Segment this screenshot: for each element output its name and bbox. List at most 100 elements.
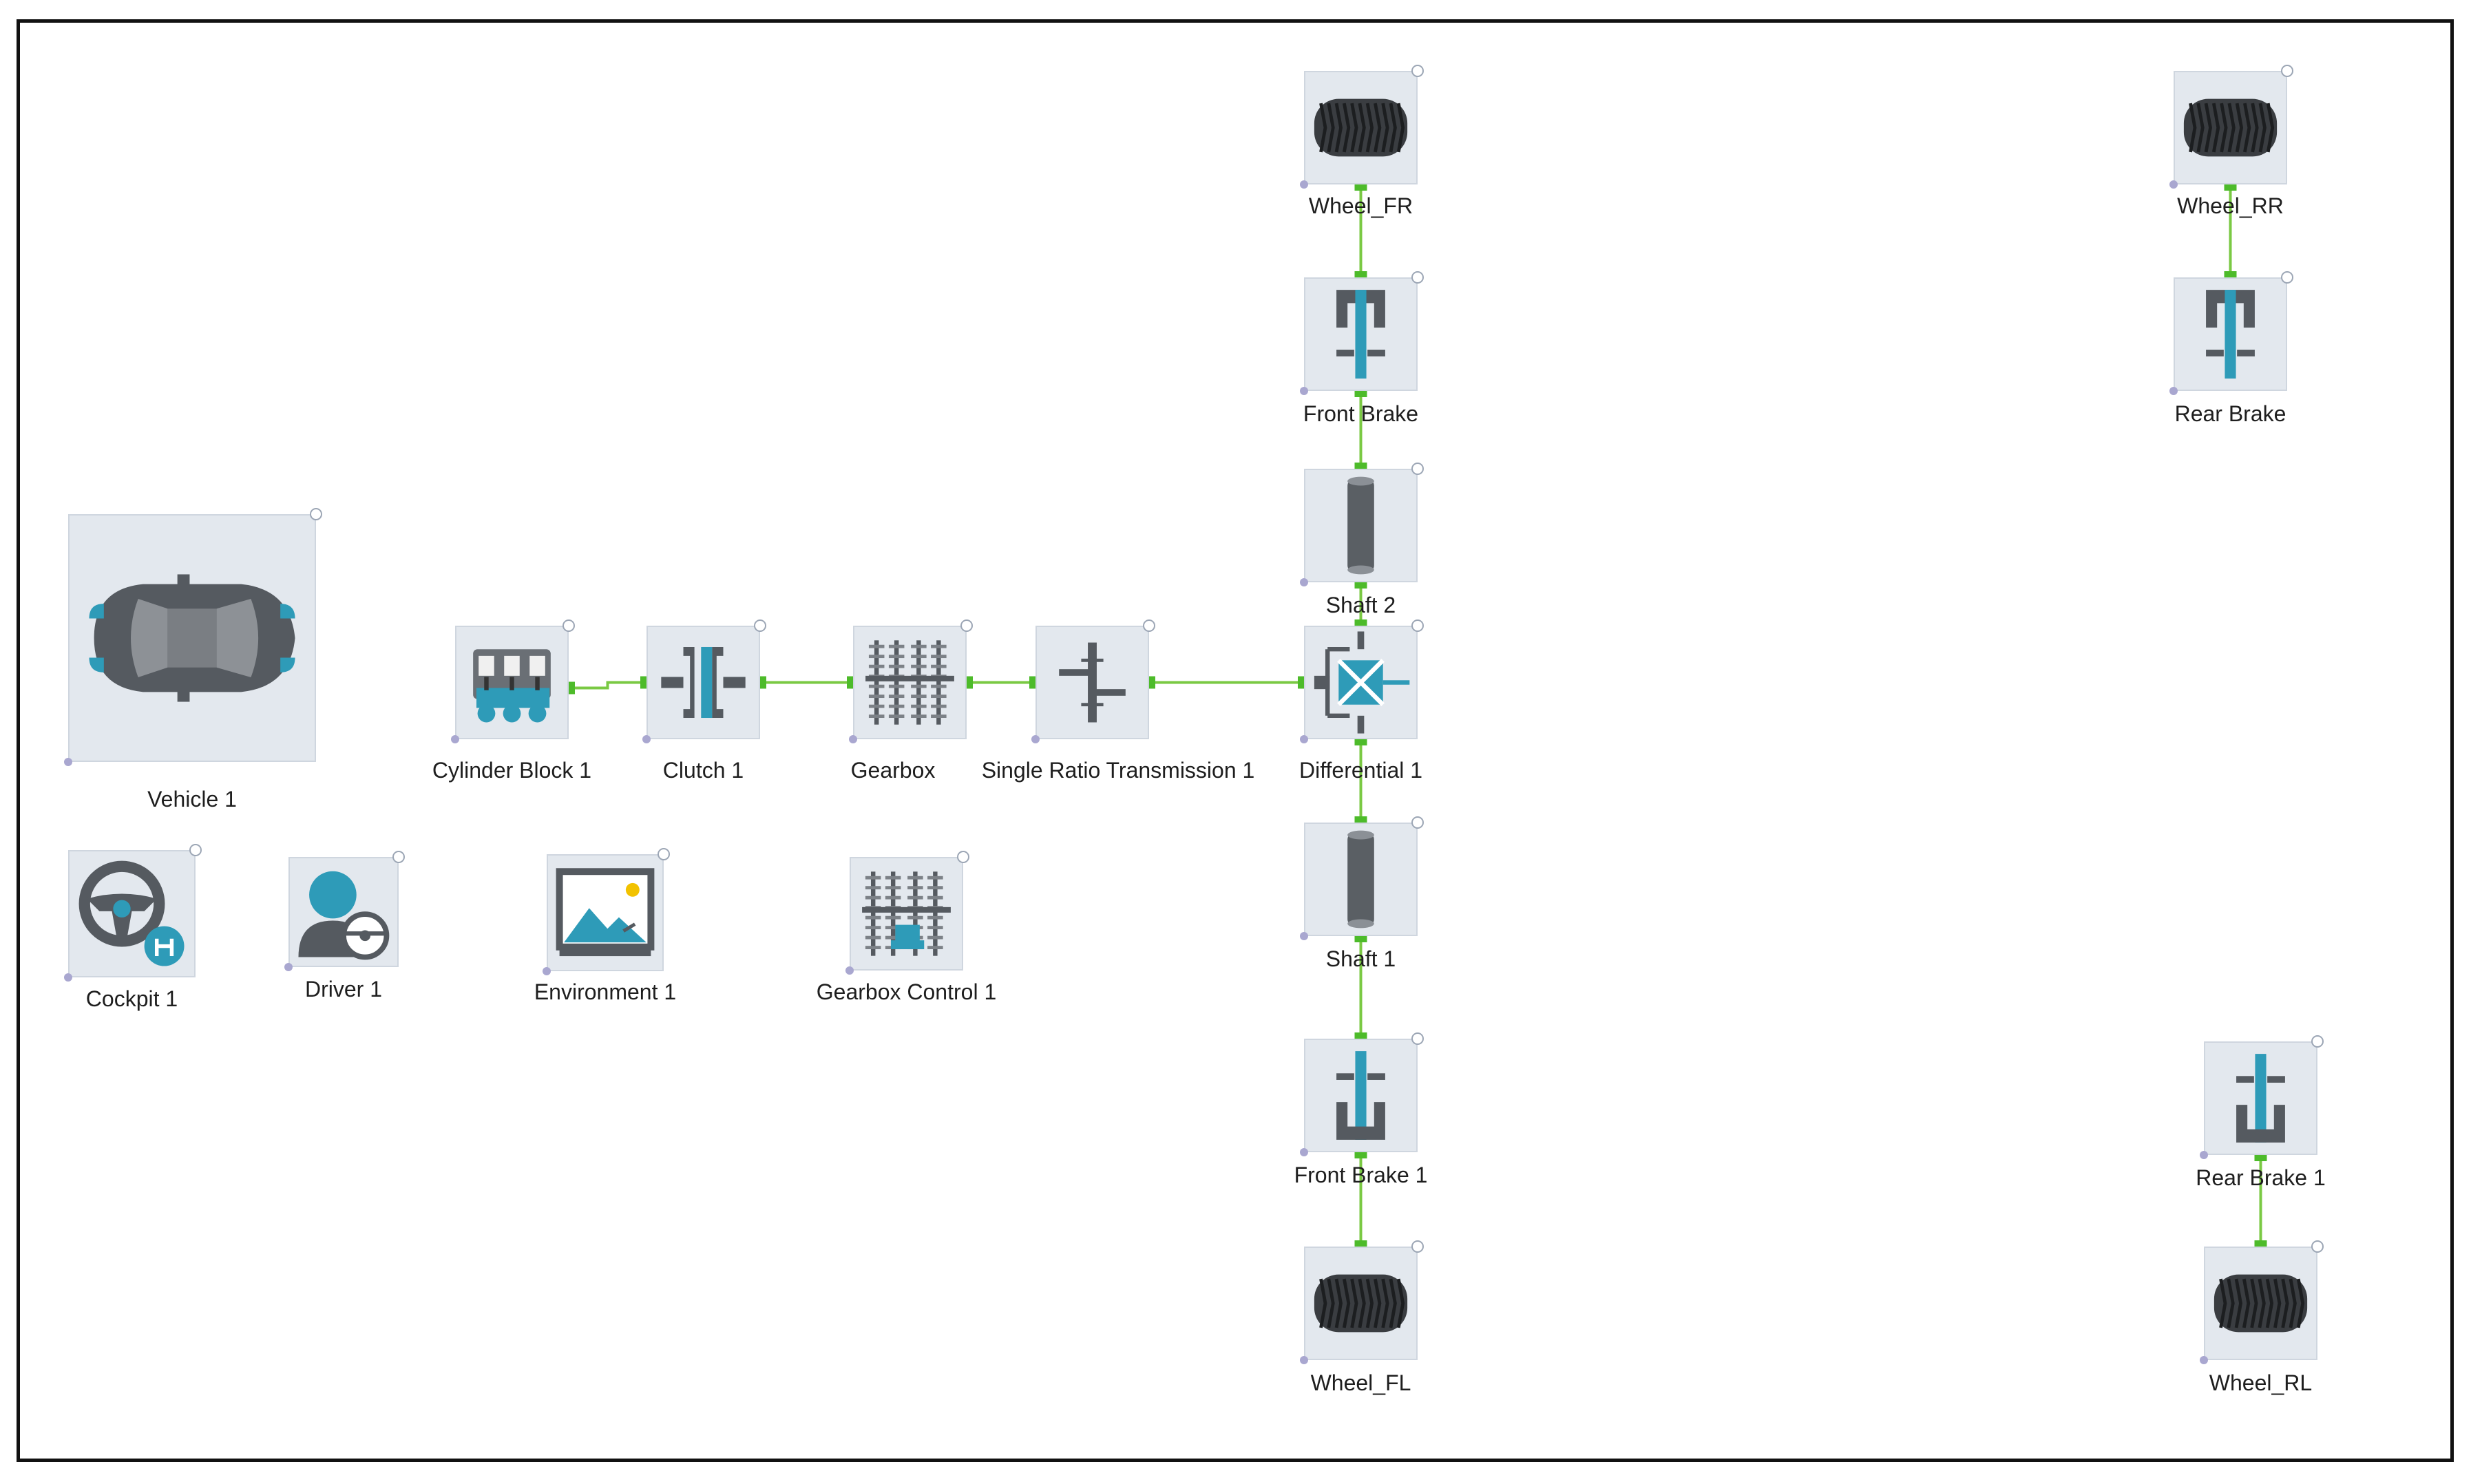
block-label: Front Brake — [1303, 401, 1419, 426]
block-shaft1[interactable] — [1304, 823, 1418, 936]
block-clutch[interactable] — [646, 626, 760, 739]
block-label: Environment 1 — [534, 979, 677, 1004]
block-anchor-dot — [1300, 387, 1308, 395]
driver-icon — [298, 871, 390, 960]
block-anchor-dot — [2200, 1151, 2208, 1159]
block-label: Front Brake 1 — [1294, 1163, 1428, 1187]
block-label: Cockpit 1 — [85, 986, 178, 1011]
block-label: Wheel_FL — [1310, 1370, 1411, 1395]
block-anchor-dot — [284, 963, 293, 971]
block-resize-handle[interactable] — [310, 508, 322, 520]
landscape-icon — [556, 868, 655, 957]
shaft-icon — [1347, 476, 1374, 575]
block-rear-brake[interactable] — [2174, 277, 2287, 391]
block-anchor-dot — [1300, 932, 1308, 940]
block-resize-handle[interactable] — [562, 619, 575, 632]
block-resize-handle[interactable] — [957, 851, 969, 863]
block-environment[interactable] — [547, 854, 664, 971]
block-wheel-fl[interactable] — [1304, 1247, 1418, 1360]
block-anchor-dot — [1300, 578, 1308, 586]
block-label: Gearbox Control 1 — [816, 979, 997, 1004]
block-anchor-dot — [1031, 735, 1040, 743]
block-label: Vehicle 1 — [147, 787, 237, 812]
block-resize-handle[interactable] — [392, 851, 405, 863]
engine-icon — [473, 649, 551, 723]
block-label: Clutch 1 — [662, 758, 744, 783]
block-resize-handle[interactable] — [1411, 1240, 1424, 1253]
block-resize-handle[interactable] — [2311, 1035, 2324, 1048]
block-anchor-dot — [642, 735, 651, 743]
block-label: Gearbox — [850, 758, 936, 783]
brake-icon — [2206, 290, 2255, 379]
tire-icon — [2214, 1274, 2308, 1333]
block-resize-handle[interactable] — [2281, 65, 2293, 77]
block-anchor-dot — [2169, 180, 2178, 189]
block-driver[interactable] — [288, 857, 399, 967]
block-differential[interactable] — [1304, 626, 1418, 739]
block-anchor-dot — [64, 758, 72, 766]
clutch-icon — [661, 646, 746, 719]
block-resize-handle[interactable] — [960, 619, 973, 632]
block-resize-handle[interactable] — [1143, 619, 1155, 632]
block-label: Wheel_RL — [2209, 1370, 2313, 1395]
gearbox-control-icon — [862, 871, 951, 956]
block-vehicle[interactable] — [68, 514, 316, 762]
block-anchor-dot — [2169, 387, 2178, 395]
block-rear-brake1[interactable] — [2204, 1041, 2317, 1155]
block-anchor-dot — [451, 735, 459, 743]
block-wheel-fr[interactable] — [1304, 71, 1418, 184]
block-resize-handle[interactable] — [1411, 619, 1424, 632]
block-anchor-dot — [849, 735, 857, 743]
block-single-ratio[interactable] — [1035, 626, 1149, 739]
tire-icon — [2183, 98, 2278, 157]
brake-icon — [1336, 290, 1385, 379]
tire-icon — [1314, 1274, 1408, 1333]
block-label: Wheel_FR — [1308, 193, 1413, 218]
block-gearbox[interactable] — [853, 626, 967, 739]
block-anchor-dot — [1300, 735, 1308, 743]
block-gearbox-control[interactable] — [850, 857, 963, 971]
block-resize-handle[interactable] — [1411, 271, 1424, 284]
connection-layer — [562, 178, 2267, 1253]
block-resize-handle[interactable] — [1411, 816, 1424, 829]
block-wheel-rl[interactable] — [2204, 1247, 2317, 1360]
tire-icon — [1314, 98, 1408, 157]
block-anchor-dot — [64, 973, 72, 982]
single-ratio-icon — [1059, 642, 1126, 723]
block-cylinder-block[interactable] — [455, 626, 569, 739]
block-anchor-dot — [1300, 1148, 1308, 1156]
block-label: Shaft 2 — [1325, 593, 1396, 617]
brake-icon — [1336, 1051, 1385, 1140]
block-resize-handle[interactable] — [1411, 1032, 1424, 1045]
block-shaft2[interactable] — [1304, 469, 1418, 582]
block-anchor-dot — [1300, 1356, 1308, 1364]
block-resize-handle[interactable] — [1411, 65, 1424, 77]
block-resize-handle[interactable] — [2281, 271, 2293, 284]
block-front-brake1[interactable] — [1304, 1039, 1418, 1152]
block-label: Rear Brake 1 — [2196, 1165, 2326, 1190]
connection-cylinder-block-to-clutch[interactable] — [569, 681, 646, 690]
steering-wheel-icon — [78, 860, 185, 966]
block-label: Differential 1 — [1298, 758, 1423, 783]
block-label: Rear Brake — [2174, 401, 2286, 426]
block-label: Driver 1 — [304, 977, 383, 1001]
block-front-brake[interactable] — [1304, 277, 1418, 391]
block-anchor-dot — [2200, 1356, 2208, 1364]
block-resize-handle[interactable] — [1411, 463, 1424, 475]
block-anchor-dot — [845, 966, 854, 975]
block-label: Wheel_RR — [2177, 193, 2284, 218]
shaft-icon — [1347, 830, 1374, 929]
brake-icon — [2236, 1054, 2285, 1143]
block-cockpit[interactable] — [68, 850, 196, 977]
car-icon — [89, 574, 295, 702]
gearbox-icon — [865, 640, 954, 725]
block-label: Shaft 1 — [1325, 946, 1396, 971]
diagram-canvas: Vehicle 1 Cylinder Block 1 Clutch 1 Gearb… — [17, 19, 2454, 1462]
block-resize-handle[interactable] — [189, 844, 202, 856]
block-resize-handle[interactable] — [754, 619, 766, 632]
block-resize-handle[interactable] — [2311, 1240, 2324, 1253]
block-label: Cylinder Block 1 — [432, 758, 592, 783]
differential-icon — [1314, 631, 1410, 734]
block-resize-handle[interactable] — [658, 848, 670, 860]
block-wheel-rr[interactable] — [2174, 71, 2287, 184]
